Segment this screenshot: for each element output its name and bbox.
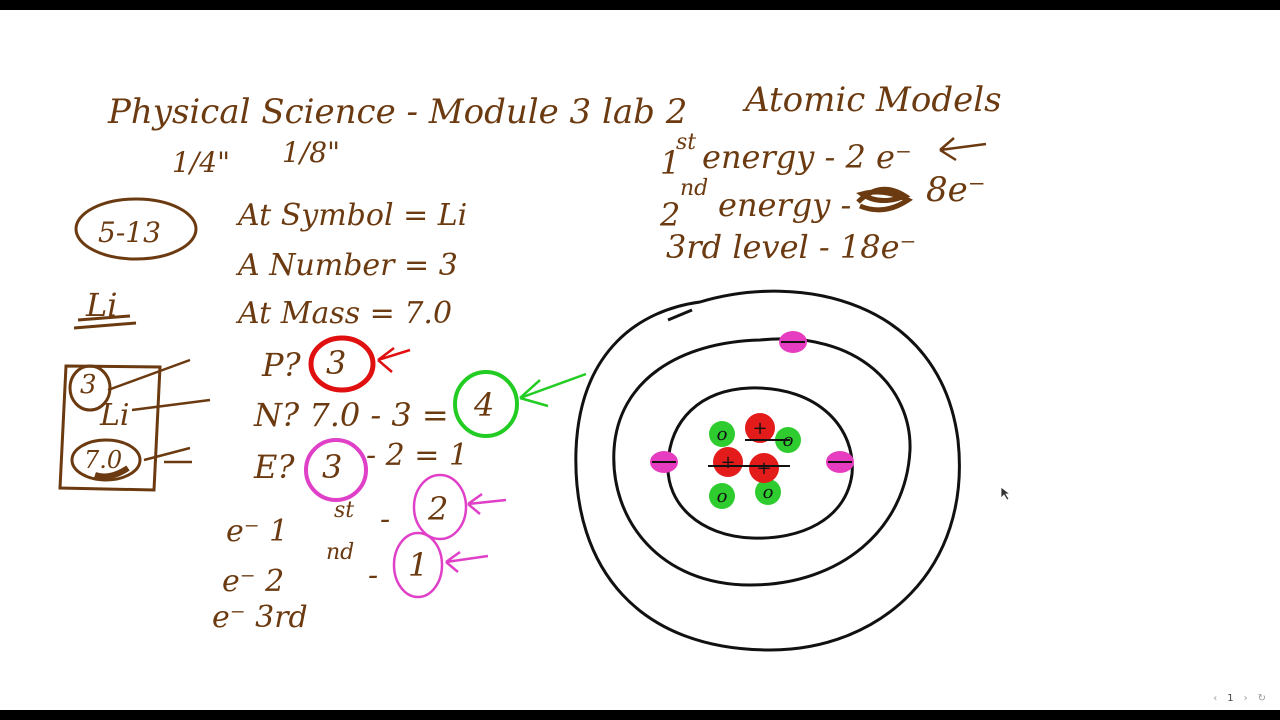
title-right: Atomic Models (745, 80, 1002, 120)
shell2-prefix: e⁻ 2 (222, 564, 285, 599)
neutron-value: 4 (474, 386, 495, 424)
shell1-dash: - (380, 502, 391, 537)
proton-sign: + (720, 452, 735, 473)
proton-sign: + (756, 458, 771, 479)
proton-arrow (377, 347, 411, 373)
shell2-highlight (392, 531, 444, 599)
neutron-arrow (519, 372, 587, 408)
shell2-arrow (445, 550, 489, 573)
orbit-inner (666, 386, 854, 540)
shell1-value: 2 (428, 490, 449, 528)
refresh-icon[interactable]: ↻ (1257, 693, 1266, 704)
tag-label: 5-13 (98, 216, 161, 249)
shell3-line: e⁻ 3rd (212, 600, 308, 635)
mouse-cursor-icon (1000, 486, 1012, 501)
neutron-sign: o (717, 486, 728, 507)
electron-rest: - 2 = 1 (366, 438, 469, 473)
title-left: Physical Science - Module 3 lab 2 (108, 92, 688, 132)
symbol-underline (73, 314, 137, 330)
tile-box (58, 364, 162, 492)
level2-sup: nd (680, 176, 709, 201)
neutron-label: N? 7.0 - 3 = (254, 396, 449, 434)
next-page-button[interactable]: › (1243, 693, 1248, 704)
proton-sign: + (752, 418, 767, 439)
electron-value: 3 (322, 448, 343, 486)
electron-highlight (304, 438, 368, 502)
level1-sup: st (676, 130, 697, 155)
tile-mass: 7.0 (84, 446, 123, 474)
size-eighth: 1/8" (282, 136, 340, 169)
shell1-prefix: e⁻ 1 (226, 514, 289, 549)
electron-layer (650, 331, 854, 473)
prev-page-button[interactable]: ‹ (1213, 693, 1218, 704)
mass-line: At Mass = 7.0 (238, 296, 453, 331)
element-symbol: Li (86, 286, 118, 324)
shell2-value: 1 (408, 546, 429, 584)
whiteboard-canvas: Physical Science - Module 3 lab 2 Atomic… (0, 10, 1280, 710)
shell1-sup: st (334, 498, 355, 523)
neutron-sign: o (763, 482, 774, 503)
level2-text: energy - (718, 186, 852, 224)
shell2-sup: nd (326, 540, 355, 565)
tile-atomic-number: 3 (80, 370, 97, 400)
orbit-outer (574, 289, 961, 652)
electron-label: E? (254, 448, 295, 486)
tag-oval (74, 197, 198, 261)
energy-arrow (939, 137, 987, 162)
level2-value: 8e⁻ (926, 170, 986, 210)
level2-num: 2 (660, 196, 681, 234)
neutron-sign: o (717, 424, 728, 445)
neutron (709, 421, 735, 447)
tile-mass-oval (70, 438, 142, 482)
scribble (856, 186, 913, 213)
orbit-middle (612, 337, 912, 587)
shell1-highlight (412, 473, 468, 541)
page-navigator: ‹ 1 › ↻ (1213, 693, 1266, 704)
shell2-dash: - (368, 558, 379, 593)
neutron (755, 479, 781, 505)
level3-text: 3rd level - 18e⁻ (666, 228, 917, 266)
level1-num: 1 (660, 144, 681, 182)
size-quarter: 1/4" (172, 146, 230, 179)
tile-symbol: Li (100, 398, 130, 433)
proton-label: P? (262, 346, 301, 384)
level1-text: energy - 2 e⁻ (702, 138, 912, 176)
page-number: 1 (1227, 693, 1234, 704)
proton (745, 413, 775, 443)
shell1-arrow (467, 492, 507, 515)
proton (713, 447, 743, 477)
proton-value: 3 (326, 344, 347, 382)
neutron (709, 483, 735, 509)
proton (749, 453, 779, 483)
number-line: A Number = 3 (238, 248, 458, 283)
neutron-highlight (453, 370, 519, 438)
proton-highlight (308, 335, 376, 393)
symbol-line: At Symbol = Li (238, 198, 468, 233)
